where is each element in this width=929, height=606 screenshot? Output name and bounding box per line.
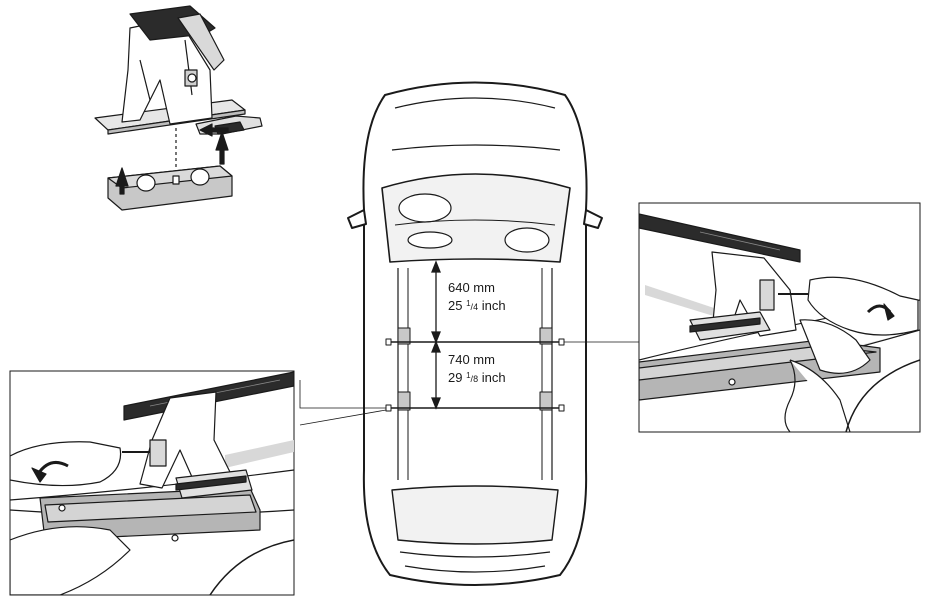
imperial-numerator: 1 [466, 371, 471, 380]
imperial-unit: inch [481, 298, 506, 313]
arrow-head-icon [431, 331, 441, 344]
pad-nub [136, 174, 156, 192]
rack-foot-front-right [539, 327, 553, 345]
arrow-head-icon [431, 260, 441, 273]
dimension-rear-metric: 740 mm [448, 352, 495, 367]
dimension-label-rear: 740 mm 29 1/8 inch [448, 352, 506, 387]
rack-foot-rear-left [397, 391, 411, 411]
arrow-up-icon [215, 131, 229, 165]
rack-foot-rear-right [539, 391, 553, 411]
imperial-denominator: 4 [473, 302, 479, 312]
imperial-whole: 25 [448, 298, 463, 313]
dimension-arrows [431, 260, 441, 410]
seat-headrest [398, 193, 452, 223]
arrow-up-icon [115, 167, 129, 195]
imperial-denominator: 8 [473, 374, 479, 384]
arrow-left-icon [199, 123, 229, 137]
rack-foot-front-left [397, 327, 411, 345]
foot-tower [121, 17, 213, 125]
imperial-numerator: 1 [466, 299, 471, 308]
foot-pad-exploded-view [94, 5, 263, 211]
arrow-head-icon [431, 397, 441, 410]
side-mirror-left [347, 209, 367, 229]
detail-panel-front-foot [638, 202, 921, 433]
dimension-label-front: 640 mm 25 1/4 inch [448, 280, 506, 315]
imperial-unit: inch [481, 370, 506, 385]
crossbar [639, 213, 801, 263]
hand-tightening [807, 276, 919, 336]
arrow-head-icon [431, 340, 441, 353]
dimension-rear-imperial: 29 1/8 inch [448, 370, 506, 385]
rear-window [391, 485, 559, 545]
car-top-view [347, 81, 603, 586]
pad-nub [190, 168, 210, 186]
side-mirror-right [583, 209, 603, 229]
dimension-front-imperial: 25 1/4 inch [448, 298, 506, 313]
dimension-front-metric: 640 mm [448, 280, 495, 295]
detail-panel-rear-foot [9, 370, 295, 596]
imperial-whole: 29 [448, 370, 463, 385]
steering-wheel [407, 231, 453, 249]
